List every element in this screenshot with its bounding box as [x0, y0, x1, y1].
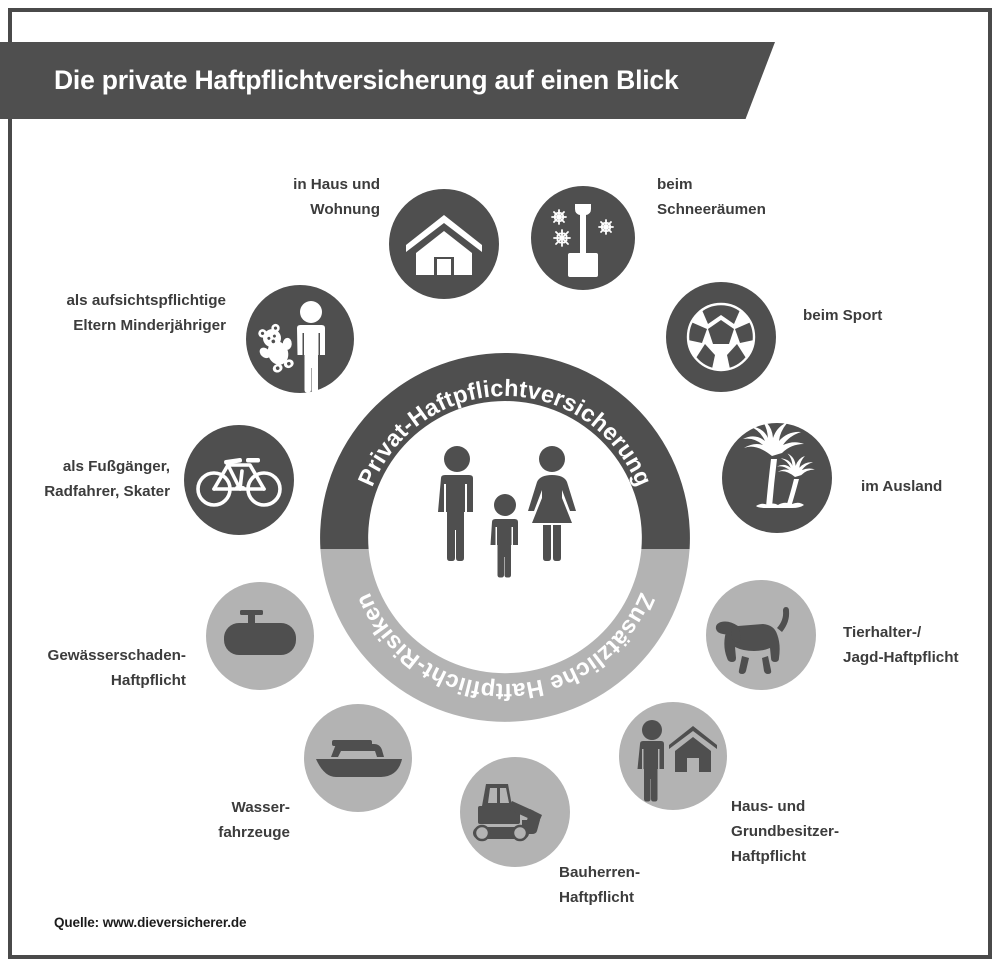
excavator-window — [488, 788, 509, 803]
bubble-bauherren[interactable] — [460, 757, 570, 867]
bicycle-icon — [196, 463, 282, 507]
bubble-wasserfahrzeuge[interactable] — [304, 704, 412, 812]
snow-shovel-icon — [551, 204, 614, 277]
bicycle-details — [224, 458, 260, 490]
ring-segment-zusaetzlich — [320, 549, 690, 722]
bubble-tierhalter[interactable] — [706, 580, 816, 690]
child-teddy-icon — [258, 301, 325, 393]
ring-label-zusaetzlich: Zusätzliche Haftpflicht-Risiken — [350, 590, 660, 705]
person-house-icon — [637, 720, 717, 802]
caption-bauherren: Bauherren- Haftpflicht — [559, 864, 641, 906]
house-door — [687, 758, 699, 772]
page-title: Die private Haftpflichtversicherung auf … — [54, 65, 679, 95]
caption-haus-grundbesitzer: Haus- und Grundbesitzer- Haftpflicht — [731, 798, 840, 865]
bubble-ausland[interactable] — [722, 423, 832, 533]
bubble-schneeraeumen[interactable] — [531, 186, 635, 290]
dog-icon — [715, 607, 790, 674]
motorboat-icon — [316, 740, 402, 777]
central-donut: Privat-Haftpflichtversicherung Zusätzlic… — [320, 353, 690, 723]
header-banner — [0, 42, 775, 119]
caption-wasserfahrzeuge: Wasser- fahrzeuge — [218, 799, 290, 841]
caption-ausland: im Ausland — [861, 478, 943, 495]
palm-tree-icon — [743, 423, 815, 508]
bubble-fussgaenger[interactable] — [184, 425, 294, 535]
caption-gewaesserschaden: Gewässerschaden- Haftpflicht — [47, 647, 186, 689]
excavator-icon — [473, 784, 542, 842]
caption-aufsichtspflicht: als aufsichtspflichtige Eltern Minderjäh… — [66, 292, 226, 334]
bubble-haus-wohnung[interactable] — [389, 189, 499, 299]
bubble-gewaesserschaden[interactable] — [206, 582, 314, 690]
soccer-ball-icon — [686, 302, 756, 372]
caption-tierhalter: Tierhalter-/ Jagd-Haftpflicht — [843, 624, 959, 666]
caption-fussgaenger: als Fußgänger, Radfahrer, Skater — [44, 458, 170, 500]
caption-schneeraeumen: beim Schneeräumen — [657, 176, 766, 218]
caption-haus-wohnung: in Haus und Wohnung — [293, 176, 380, 218]
source-note: Quelle: www.dieversicherer.de — [54, 915, 247, 930]
oil-tank-icon — [224, 610, 296, 655]
bubble-sport[interactable] — [666, 282, 776, 392]
bubble-haus-grundbesitzer[interactable] — [619, 702, 727, 810]
caption-sport: beim Sport — [803, 307, 883, 324]
house-icon — [406, 215, 482, 275]
bubble-aufsichtspflicht[interactable] — [246, 285, 354, 393]
family-icon — [425, 443, 585, 593]
ring-segment-privat — [320, 353, 690, 549]
